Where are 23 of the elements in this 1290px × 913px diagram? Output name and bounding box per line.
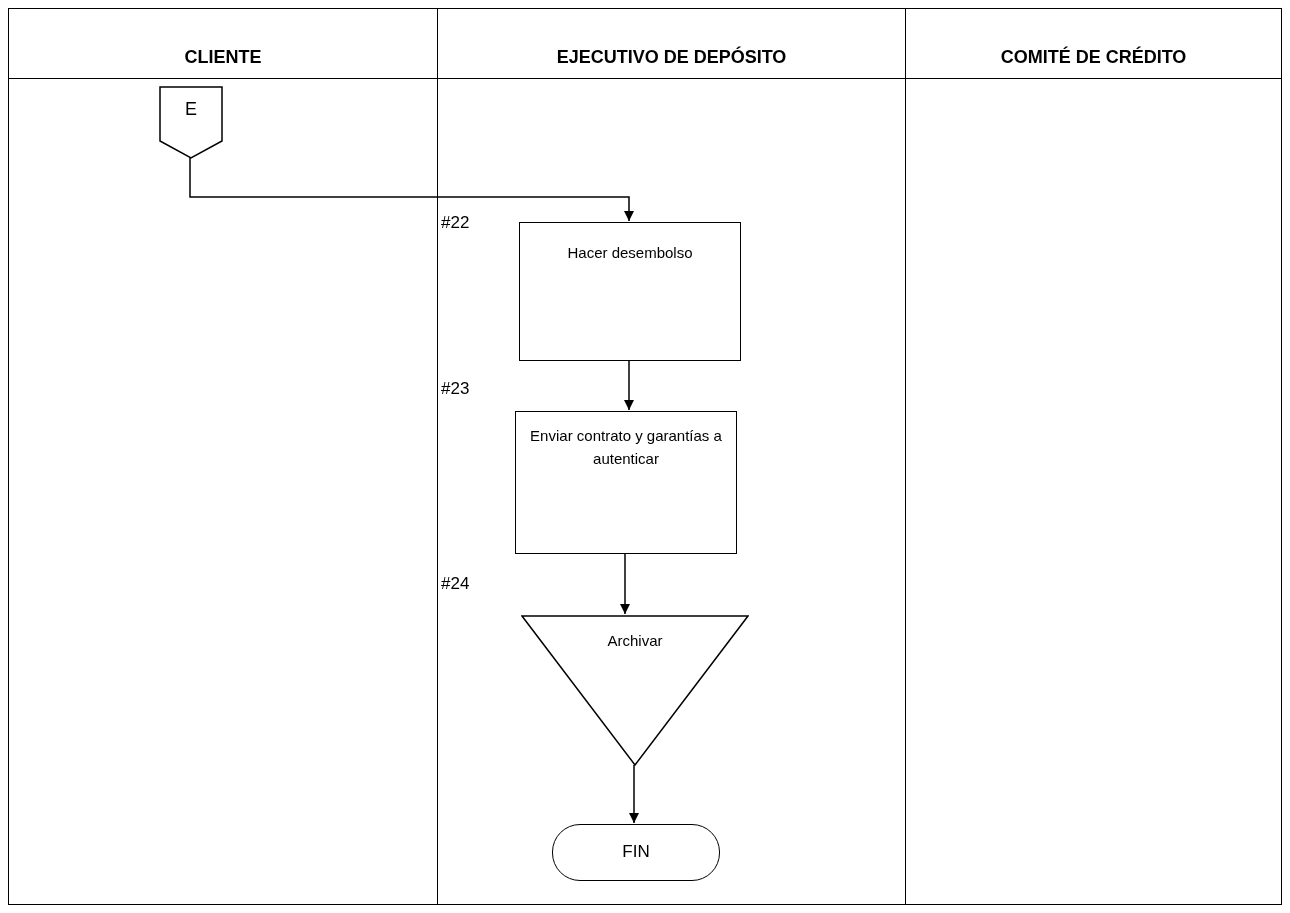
step-number: #23	[441, 379, 470, 399]
process-box	[519, 222, 741, 361]
archive-triangle	[521, 615, 749, 766]
terminator	[552, 824, 720, 881]
step-label: Archivar	[606, 631, 664, 651]
connector-label: E	[184, 98, 198, 121]
arrow	[620, 552, 630, 615]
off-page-connector	[159, 86, 223, 159]
arrow	[189, 157, 634, 222]
step-label: Hacer desembolso	[566, 243, 694, 263]
lane-heading: COMITÉ DE CRÉDITO	[1000, 47, 1187, 68]
swimlane	[437, 8, 906, 905]
lane-heading: EJECUTIVO DE DEPÓSITO	[556, 47, 787, 68]
lane-heading: CLIENTE	[184, 47, 262, 68]
arrow	[624, 359, 634, 411]
process-box	[515, 411, 737, 554]
swimlane	[8, 8, 438, 905]
step-number: #24	[441, 574, 470, 594]
swimlane	[905, 8, 1282, 905]
terminator-label: FIN	[622, 841, 650, 864]
arrow	[629, 764, 639, 824]
step-number: #22	[441, 213, 470, 233]
step-label: Enviar contrato y garantías a autenticar	[529, 426, 723, 470]
